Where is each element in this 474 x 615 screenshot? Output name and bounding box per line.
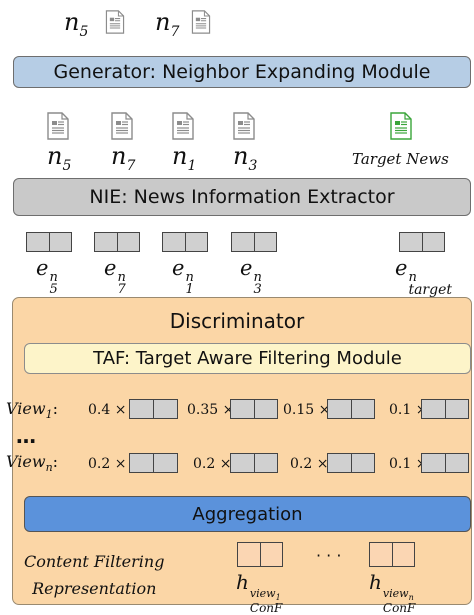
emb-sub: 1	[185, 282, 194, 298]
view-base: View	[6, 452, 46, 471]
neighbor-n7: n7	[111, 142, 135, 174]
neighbor-n1-sub: 1	[187, 157, 197, 174]
weighted-vector	[327, 453, 375, 473]
generator-module: Generator: Neighbor Expanding Module	[13, 56, 471, 88]
emb-sup: n	[253, 270, 262, 285]
output-vector-viewn	[369, 542, 415, 567]
embedding-vector-e5	[26, 232, 72, 252]
content-filtering-line2: Representation	[32, 579, 157, 598]
document-icon	[191, 10, 211, 34]
view-colon: :	[52, 452, 59, 471]
neighbor-n1: n1	[172, 142, 196, 174]
neighbor-n5: n5	[47, 142, 71, 174]
view-n-label: Viewn:	[6, 452, 58, 474]
output-sub: ConF	[249, 601, 283, 615]
neighbor-n5-label: n	[47, 142, 63, 170]
weighted-vector	[421, 453, 469, 473]
embedding-vector-target	[399, 232, 445, 252]
neighbor-n3-label: n	[233, 142, 249, 170]
emb-base: e	[36, 256, 49, 280]
neighbor-n3: n3	[233, 142, 257, 174]
content-filtering-label: Content Filtering Representation	[24, 548, 164, 602]
emb-base: e	[104, 256, 117, 280]
discriminator-title: Discriminator	[169, 309, 305, 333]
neighbor-n7-sub: 7	[126, 157, 136, 174]
top-n7-label: n	[155, 8, 171, 36]
view-1-weight-4: 0.1 ×	[389, 402, 428, 418]
view-1-weight-3: 0.15 ×	[283, 402, 331, 418]
aggregation-label: Aggregation	[192, 503, 303, 525]
weighted-vector	[230, 453, 278, 473]
emb-sub: 3	[253, 282, 262, 298]
top-neighbor-n7: n7	[155, 8, 179, 40]
top-n5-label: n	[64, 8, 80, 36]
view-sub: n	[45, 461, 53, 475]
emb-base: e	[172, 256, 185, 280]
output-sup-sub: 1	[275, 593, 281, 603]
green-document-icon	[390, 112, 412, 140]
neighbor-n7-label: n	[111, 142, 127, 170]
output-ellipsis: · · ·	[316, 546, 342, 565]
weighted-vector	[421, 399, 469, 419]
top-neighbor-n5: n5	[64, 8, 88, 40]
emb-sup: n	[408, 270, 417, 285]
neighbor-n3-sub: 3	[248, 157, 258, 174]
document-icon	[47, 112, 69, 140]
embedding-vector-e7	[94, 232, 140, 252]
document-icon	[105, 10, 125, 34]
generator-label: Generator: Neighbor Expanding Module	[53, 61, 431, 83]
view-ellipsis: …	[16, 424, 36, 448]
emb-sup: n	[185, 270, 194, 285]
weighted-vector	[327, 399, 375, 419]
emb-sub: target	[408, 282, 452, 299]
embedding-vector-e3	[231, 232, 277, 252]
emb-sub: 5	[49, 282, 58, 298]
output-base: h	[369, 570, 382, 594]
output-sub: ConF	[382, 601, 416, 615]
emb-base: e	[240, 256, 253, 280]
view-n-weight-4: 0.1 ×	[389, 456, 428, 472]
document-icon	[172, 112, 194, 140]
emb-base: e	[395, 256, 408, 280]
output-sup: view	[382, 587, 409, 600]
view-base: View	[6, 399, 46, 418]
emb-sup: n	[49, 270, 58, 285]
view-1-weight-2: 0.35 ×	[187, 402, 235, 418]
weighted-vector	[230, 399, 278, 419]
output-sup-sub: n	[408, 593, 414, 603]
view-n-weight-3: 0.2 ×	[290, 456, 329, 472]
view-n-weight-2: 0.2 ×	[193, 456, 232, 472]
aggregation-module: Aggregation	[24, 496, 471, 532]
weighted-vector	[129, 399, 178, 419]
emb-sup: n	[117, 270, 126, 285]
top-n7-sub: 7	[170, 23, 180, 40]
output-base: h	[236, 570, 249, 594]
content-filtering-line1: Content Filtering	[24, 552, 165, 571]
view-sub: 1	[45, 408, 53, 422]
nie-module: NIE: News Information Extractor	[13, 178, 471, 216]
nie-label: NIE: News Information Extractor	[89, 186, 395, 208]
view-n-weight-1: 0.2 ×	[88, 456, 127, 472]
output-sup: view	[249, 587, 276, 600]
weighted-vector	[129, 453, 178, 473]
neighbor-n1-label: n	[172, 142, 188, 170]
target-news-label: Target News	[352, 150, 449, 168]
emb-sub: 7	[117, 282, 126, 298]
top-n5-sub: 5	[79, 23, 89, 40]
view-colon: :	[52, 399, 58, 418]
view-1-label: View1:	[6, 399, 58, 421]
embedding-vector-e1	[162, 232, 208, 252]
document-icon	[111, 112, 133, 140]
output-vector-view1	[237, 542, 283, 567]
taf-module: TAF: Target Aware Filtering Module	[24, 343, 471, 374]
document-icon	[233, 112, 255, 140]
view-1-weight-1: 0.4 ×	[88, 402, 127, 418]
taf-label: TAF: Target Aware Filtering Module	[93, 348, 402, 369]
neighbor-n5-sub: 5	[62, 157, 72, 174]
